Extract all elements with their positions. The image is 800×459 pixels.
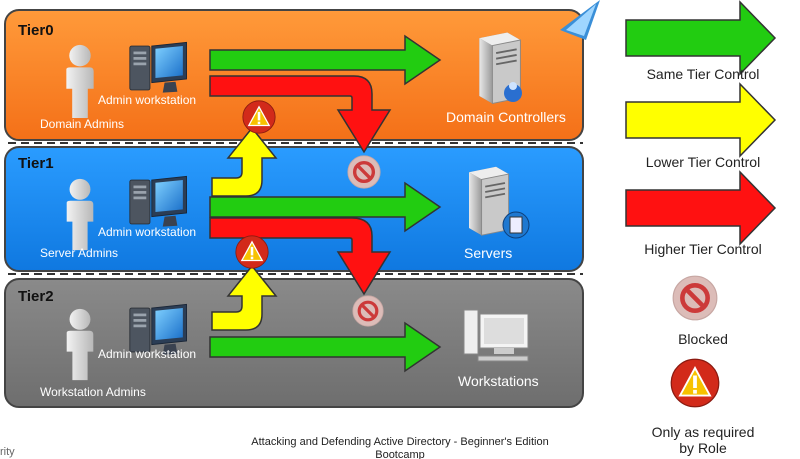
legend-required-label: Only as required by Role	[651, 424, 755, 456]
warning-icon-tier1	[235, 235, 269, 269]
footer-title: Attacking and Defending Active Directory…	[251, 436, 549, 459]
tier1-to-tier0-blocked-arrow	[209, 75, 392, 154]
server-document-badge-icon	[502, 211, 530, 239]
legend-same-tier-label: Same Tier Control	[646, 66, 760, 82]
legend-lower-tier-arrow	[625, 82, 777, 158]
tier1-admins-label: Server Admins	[40, 246, 118, 260]
legend-same-tier-arrow	[625, 0, 777, 76]
tier0-panel: Tier0 Admin workstation Domain Admins Do…	[4, 9, 584, 141]
tier2-title: Tier2	[18, 288, 54, 305]
tier0-same-tier-arrow	[209, 34, 442, 86]
legend-blocked-label: Blocked	[678, 331, 728, 347]
legend-lower-tier-label: Lower Tier Control	[645, 154, 761, 170]
corner-logo-highlight	[566, 4, 596, 36]
dc-user-badge-icon	[504, 82, 522, 102]
warning-icon-tier0	[242, 100, 276, 134]
tier2-workstation-label: Admin workstation	[98, 347, 196, 361]
tier2-admins-label: Workstation Admins	[40, 385, 146, 399]
tier1-title: Tier1	[18, 155, 54, 172]
workstation-pc-icon	[463, 309, 529, 362]
legend-higher-tier-label: Higher Tier Control	[644, 241, 762, 257]
footer-left-fragment: rity	[0, 446, 15, 458]
tier1-same-tier-arrow	[209, 181, 442, 233]
legend-higher-tier-arrow	[625, 170, 777, 246]
tier1-to-tier2-control-arrow	[211, 264, 278, 331]
blocked-icon-tier1	[347, 155, 381, 189]
tier0-workstation-label: Admin workstation	[98, 93, 196, 107]
blocked-icon-tier2	[352, 295, 384, 327]
tier1-target-label: Servers	[464, 245, 512, 261]
tier2-same-tier-arrow	[209, 321, 442, 373]
tier1-workstation-label: Admin workstation	[98, 225, 196, 239]
tier0-title: Tier0	[18, 22, 54, 39]
tier0-target-label: Domain Controllers	[446, 109, 566, 125]
legend-blocked-icon	[673, 276, 717, 320]
tier2-target-label: Workstations	[458, 373, 539, 389]
tier0-to-tier1-control-arrow	[211, 126, 278, 197]
tier0-admins-label: Domain Admins	[40, 117, 124, 131]
legend-warning-icon	[670, 358, 720, 408]
